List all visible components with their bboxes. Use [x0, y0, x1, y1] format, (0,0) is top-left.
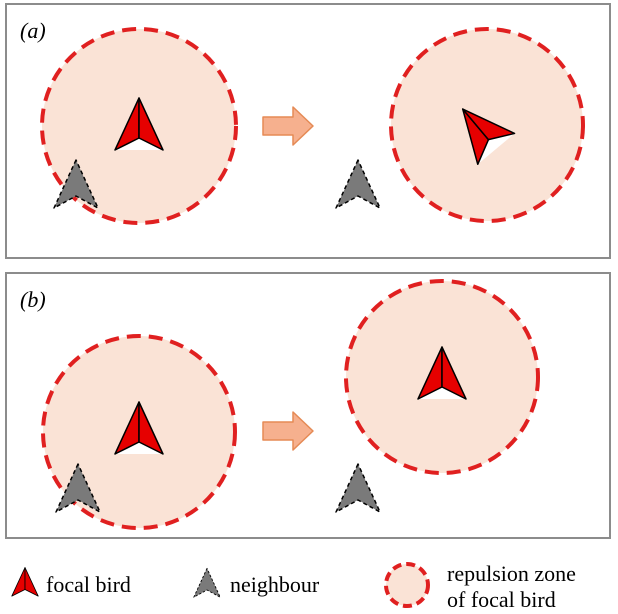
legend-neighbour-icon: [193, 567, 221, 598]
panel-b-label: (b): [20, 287, 46, 312]
panel-a: (a): [5, 3, 611, 259]
panel-b: (b): [5, 272, 611, 539]
legend-repulsion-zone-icon: [384, 562, 430, 608]
legend-repulsion-label-line1: repulsion zone: [447, 561, 576, 586]
legend-focal-bird-icon: [11, 567, 39, 597]
legend-focal-bird-label: focal bird: [46, 572, 131, 597]
legend-repulsion-label-line2: of focal bird: [447, 587, 556, 612]
legend: focal bird neighbour repulsion zone of f…: [11, 561, 576, 612]
panel-a-label: (a): [20, 18, 46, 43]
legend-neighbour-label: neighbour: [230, 572, 320, 597]
